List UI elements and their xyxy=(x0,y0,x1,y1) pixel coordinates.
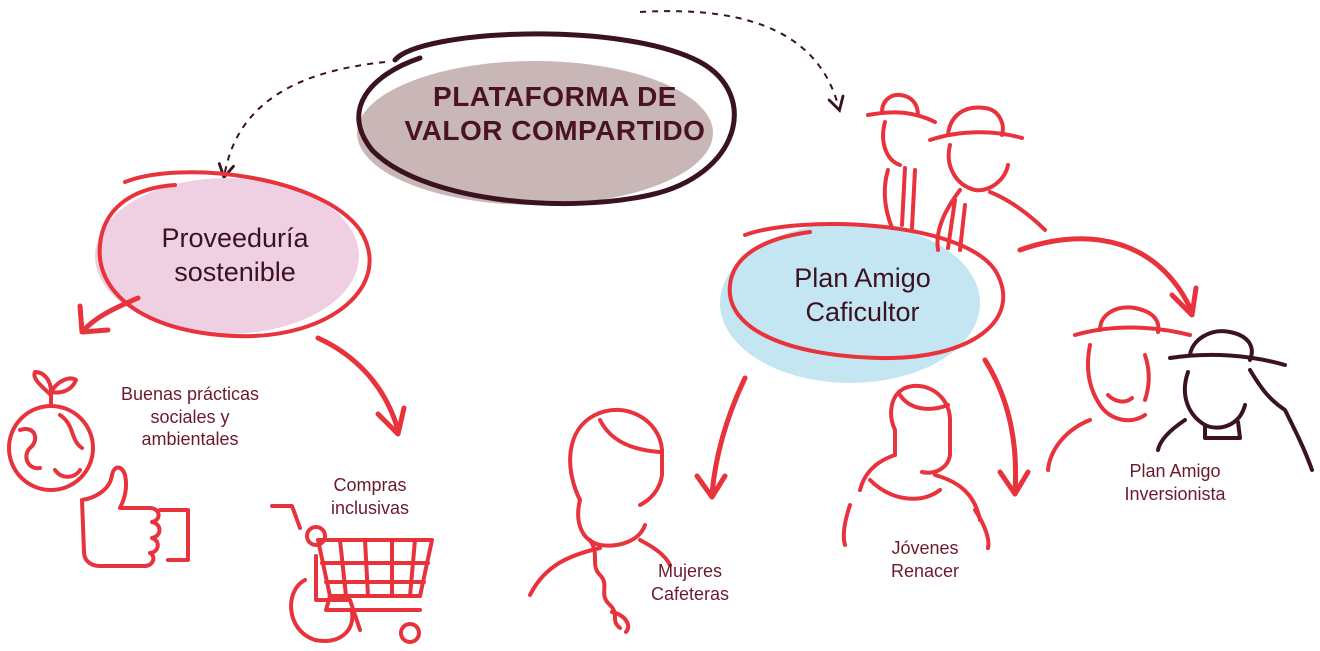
node-proveeduria-line-2: sostenible xyxy=(174,256,296,287)
leaf-buenas-line-3: ambientales xyxy=(141,429,239,449)
node-proveeduria-line-1: Proveeduría xyxy=(161,223,309,253)
arrow-to-compras-head xyxy=(375,405,407,437)
node-proveeduria-label: Proveeduría sostenible xyxy=(110,222,360,290)
arrow-to-jovenes xyxy=(982,357,1019,495)
diagram-title: PLATAFORMA DE VALOR COMPARTIDO xyxy=(380,80,730,148)
plan-amigo-bubble xyxy=(720,222,1006,383)
arrow-to-buenas-head xyxy=(77,303,111,335)
red-arrows xyxy=(77,236,1199,500)
leaf-jovenes-label: Jóvenes Renacer xyxy=(870,537,980,582)
arrow-to-jovenes-head xyxy=(997,469,1031,497)
leaf-mujeres-label: Mujeres Cafeteras xyxy=(635,560,745,605)
wheelchair-icon xyxy=(289,525,362,643)
globe-sprout-icon xyxy=(7,370,95,492)
proveeduria-bubble xyxy=(95,170,372,339)
leaf-compras-line-1: Compras xyxy=(333,475,407,495)
woman-braid-icon xyxy=(528,408,672,634)
leaf-buenas-line-1: Buenas prácticas xyxy=(120,384,260,404)
young-person-icon xyxy=(841,383,991,550)
arrow-to-inversionista-head xyxy=(1169,285,1199,318)
leaf-buenas-label: Buenas prácticas sociales y ambientales xyxy=(95,383,285,451)
investors-hats-icon xyxy=(1046,305,1314,472)
leaf-jovenes-line-1: Jóvenes xyxy=(891,538,959,558)
leaf-inversionista-line-1: Plan Amigo xyxy=(1129,461,1221,481)
leaf-mujeres-line-2: Cafeteras xyxy=(650,583,730,604)
dashed-arrow-left xyxy=(217,61,386,181)
farmers-hats-icon xyxy=(866,93,1047,252)
leaf-buenas-line-2: sociales y xyxy=(150,406,230,427)
leaf-mujeres-line-1: Mujeres xyxy=(657,561,723,581)
node-plan-amigo-line-1: Plan Amigo xyxy=(794,263,931,293)
leaf-compras-label: Compras inclusivas xyxy=(310,474,430,519)
arrow-to-mujeres-head xyxy=(694,473,728,500)
arrow-to-buenas xyxy=(81,295,141,333)
leaf-jovenes-line-2: Renacer xyxy=(890,560,960,581)
arrow-to-inversionista xyxy=(1017,236,1195,315)
leaf-inversionista-label: Plan Amigo Inversionista xyxy=(1100,460,1250,505)
leaf-compras-line-2: inclusivas xyxy=(330,497,410,518)
title-bubble xyxy=(356,31,737,207)
title-line-2: VALOR COMPARTIDO xyxy=(404,115,706,147)
title-line-1: PLATAFORMA DE xyxy=(433,81,677,112)
arrow-to-mujeres xyxy=(709,375,748,497)
arrow-to-compras xyxy=(315,335,401,433)
node-plan-amigo-label: Plan Amigo Caficultor xyxy=(735,262,990,330)
node-plan-amigo-line-2: Caficultor xyxy=(805,296,920,327)
thumbs-up-icon xyxy=(80,465,190,568)
leaf-inversionista-line-2: Inversionista xyxy=(1124,483,1226,504)
